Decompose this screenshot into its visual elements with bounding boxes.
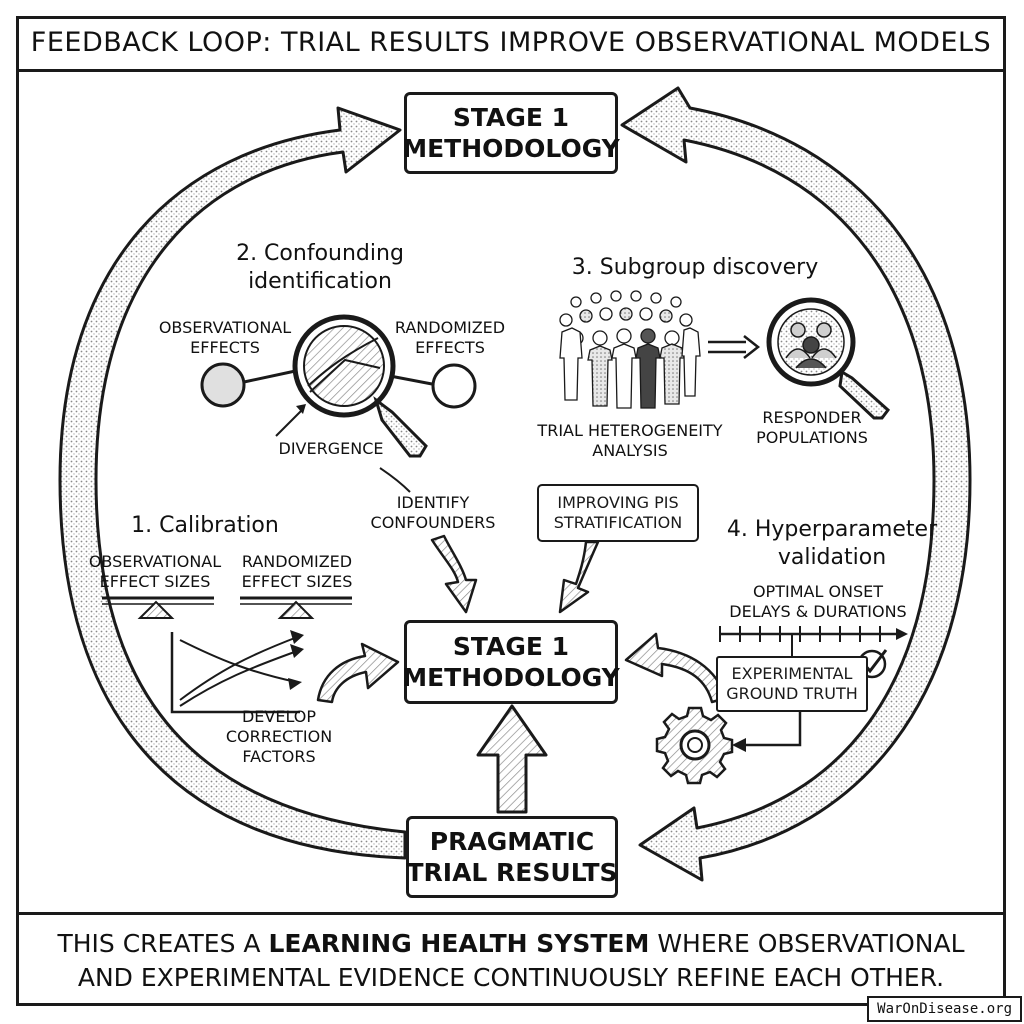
crowd-to-responders-arrow xyxy=(708,335,761,359)
timeline-icon xyxy=(719,626,908,656)
footer-bar: THIS CREATES A LEARNING HEALTH SYSTEM WH… xyxy=(16,912,1006,1006)
hyperparameter-heading-line2: validation xyxy=(777,545,887,570)
confounding-heading-line1: 2. Confounding xyxy=(236,241,404,266)
develop-line1: DEVELOP xyxy=(241,707,317,726)
randomized-effects-label: RANDOMIZED EFFECTS xyxy=(380,318,520,358)
footer-line1-post: WHERE OBSERVATIONAL xyxy=(649,928,965,958)
footer-line1: THIS CREATES A LEARNING HEALTH SYSTEM WH… xyxy=(57,927,964,961)
magnifier-icon xyxy=(200,314,477,458)
confounding-heading: 2. Confounding identification xyxy=(220,240,420,296)
pragmatic-line1: PRAGMATIC xyxy=(429,827,595,856)
source-badge: WarOnDisease.org xyxy=(867,996,1022,1022)
hyperparameter-heading: 4. Hyperparameter validation xyxy=(712,516,952,572)
obs-effect-sizes-line2: EFFECT SIZES xyxy=(99,572,211,591)
obs-effect-sizes-line1: OBSERVATIONAL xyxy=(88,552,222,571)
stratification-arrow xyxy=(558,540,600,614)
ground-truth-connector xyxy=(732,712,802,752)
confounding-heading-line2: identification xyxy=(248,269,392,294)
observational-effects-line2: EFFECTS xyxy=(190,338,260,357)
trial-heterogeneity-label: TRIAL HETEROGENEITY ANALYSIS xyxy=(520,421,740,461)
identify-line2: CONFOUNDERS xyxy=(370,513,496,532)
right-loop-arrow xyxy=(620,86,972,882)
randomized-effect-sizes-label: RANDOMIZED EFFECT SIZES xyxy=(232,552,362,592)
rand-effect-sizes-line1: RANDOMIZED xyxy=(241,552,353,571)
develop-line2: CORRECTION xyxy=(225,727,333,746)
divergence-arrow xyxy=(275,404,411,493)
divergence-label: DIVERGENCE xyxy=(278,439,384,458)
crowd-figures xyxy=(559,290,701,409)
randomized-effects-line1: RANDOMIZED xyxy=(394,318,506,337)
improving-line1: IMPROVING PIS xyxy=(557,493,679,512)
pragmatic-trial-box: PRAGMATIC TRIAL RESULTS xyxy=(406,816,618,898)
ground-line2: GROUND TRUTH xyxy=(726,684,858,703)
calibration-arrow xyxy=(316,642,400,704)
optimal-onset-label: OPTIMAL ONSET DELAYS & DURATIONS xyxy=(718,582,918,622)
improving-line2: STRATIFICATION xyxy=(553,513,683,532)
ground-line1: EXPERIMENTAL xyxy=(731,664,853,683)
hyperparameter-heading-line1: 4. Hyperparameter xyxy=(726,517,938,542)
responder-line1: RESPONDER xyxy=(762,408,862,427)
responder-populations-label: RESPONDER POPULATIONS xyxy=(742,408,882,448)
develop-line3: FACTORS xyxy=(242,747,316,766)
footer-line1-bold: LEARNING HEALTH SYSTEM xyxy=(268,928,650,958)
identify-confounders-label: IDENTIFY CONFOUNDERS xyxy=(358,493,508,533)
trial-heterogeneity-line2: ANALYSIS xyxy=(592,441,668,460)
stage1-center-box: STAGE 1 METHODOLOGY xyxy=(402,620,620,704)
footer-line1-pre: THIS CREATES A xyxy=(57,928,269,958)
observational-effects-line1: OBSERVATIONAL xyxy=(158,318,292,337)
title-bar: FEEDBACK LOOP: TRIAL RESULTS IMPROVE OBS… xyxy=(16,16,1006,72)
pragmatic-line2: TRIAL RESULTS xyxy=(406,858,618,887)
identify-line1: IDENTIFY xyxy=(396,493,470,512)
optimal-line1: OPTIMAL ONSET xyxy=(752,582,884,601)
footer-line2: AND EXPERIMENTAL EVIDENCE CONTINUOUSLY R… xyxy=(77,962,945,992)
stage1-top-box: STAGE 1 METHODOLOGY xyxy=(402,92,620,174)
observational-effect-sizes-label: OBSERVATIONAL EFFECT SIZES xyxy=(80,552,230,592)
optimal-line2: DELAYS & DURATIONS xyxy=(729,602,907,621)
responder-magnifier-icon xyxy=(766,297,891,420)
trial-heterogeneity-line1: TRIAL HETEROGENEITY xyxy=(537,421,723,440)
stage1-center-line2: METHODOLOGY xyxy=(402,663,620,692)
randomized-effects-line2: EFFECTS xyxy=(415,338,485,357)
up-arrow xyxy=(476,704,548,814)
responder-line2: POPULATIONS xyxy=(756,428,868,447)
confounders-arrow xyxy=(430,534,478,614)
left-loop-arrow xyxy=(58,106,407,860)
page-title: FEEDBACK LOOP: TRIAL RESULTS IMPROVE OBS… xyxy=(30,27,992,58)
rand-effect-sizes-line2: EFFECT SIZES xyxy=(241,572,353,591)
subgroup-heading: 3. Subgroup discovery xyxy=(571,255,819,280)
correction-factors-label: DEVELOP CORRECTION FACTORS xyxy=(212,707,346,767)
hyperparameter-arrow xyxy=(624,632,728,704)
stage1-top-line1: STAGE 1 xyxy=(452,103,570,132)
trend-chart-icon xyxy=(170,630,304,714)
calibration-heading: 1. Calibration xyxy=(131,513,279,538)
observational-effects-label: OBSERVATIONAL EFFECTS xyxy=(150,318,300,358)
stage1-center-line1: STAGE 1 xyxy=(452,632,570,661)
improving-pis-box: IMPROVING PIS STRATIFICATION xyxy=(537,484,699,542)
balance-scale-icon xyxy=(102,596,352,619)
gear-icon xyxy=(655,706,734,785)
ground-truth-box: EXPERIMENTAL GROUND TRUTH xyxy=(716,656,868,712)
stage1-top-line2: METHODOLOGY xyxy=(402,134,620,163)
